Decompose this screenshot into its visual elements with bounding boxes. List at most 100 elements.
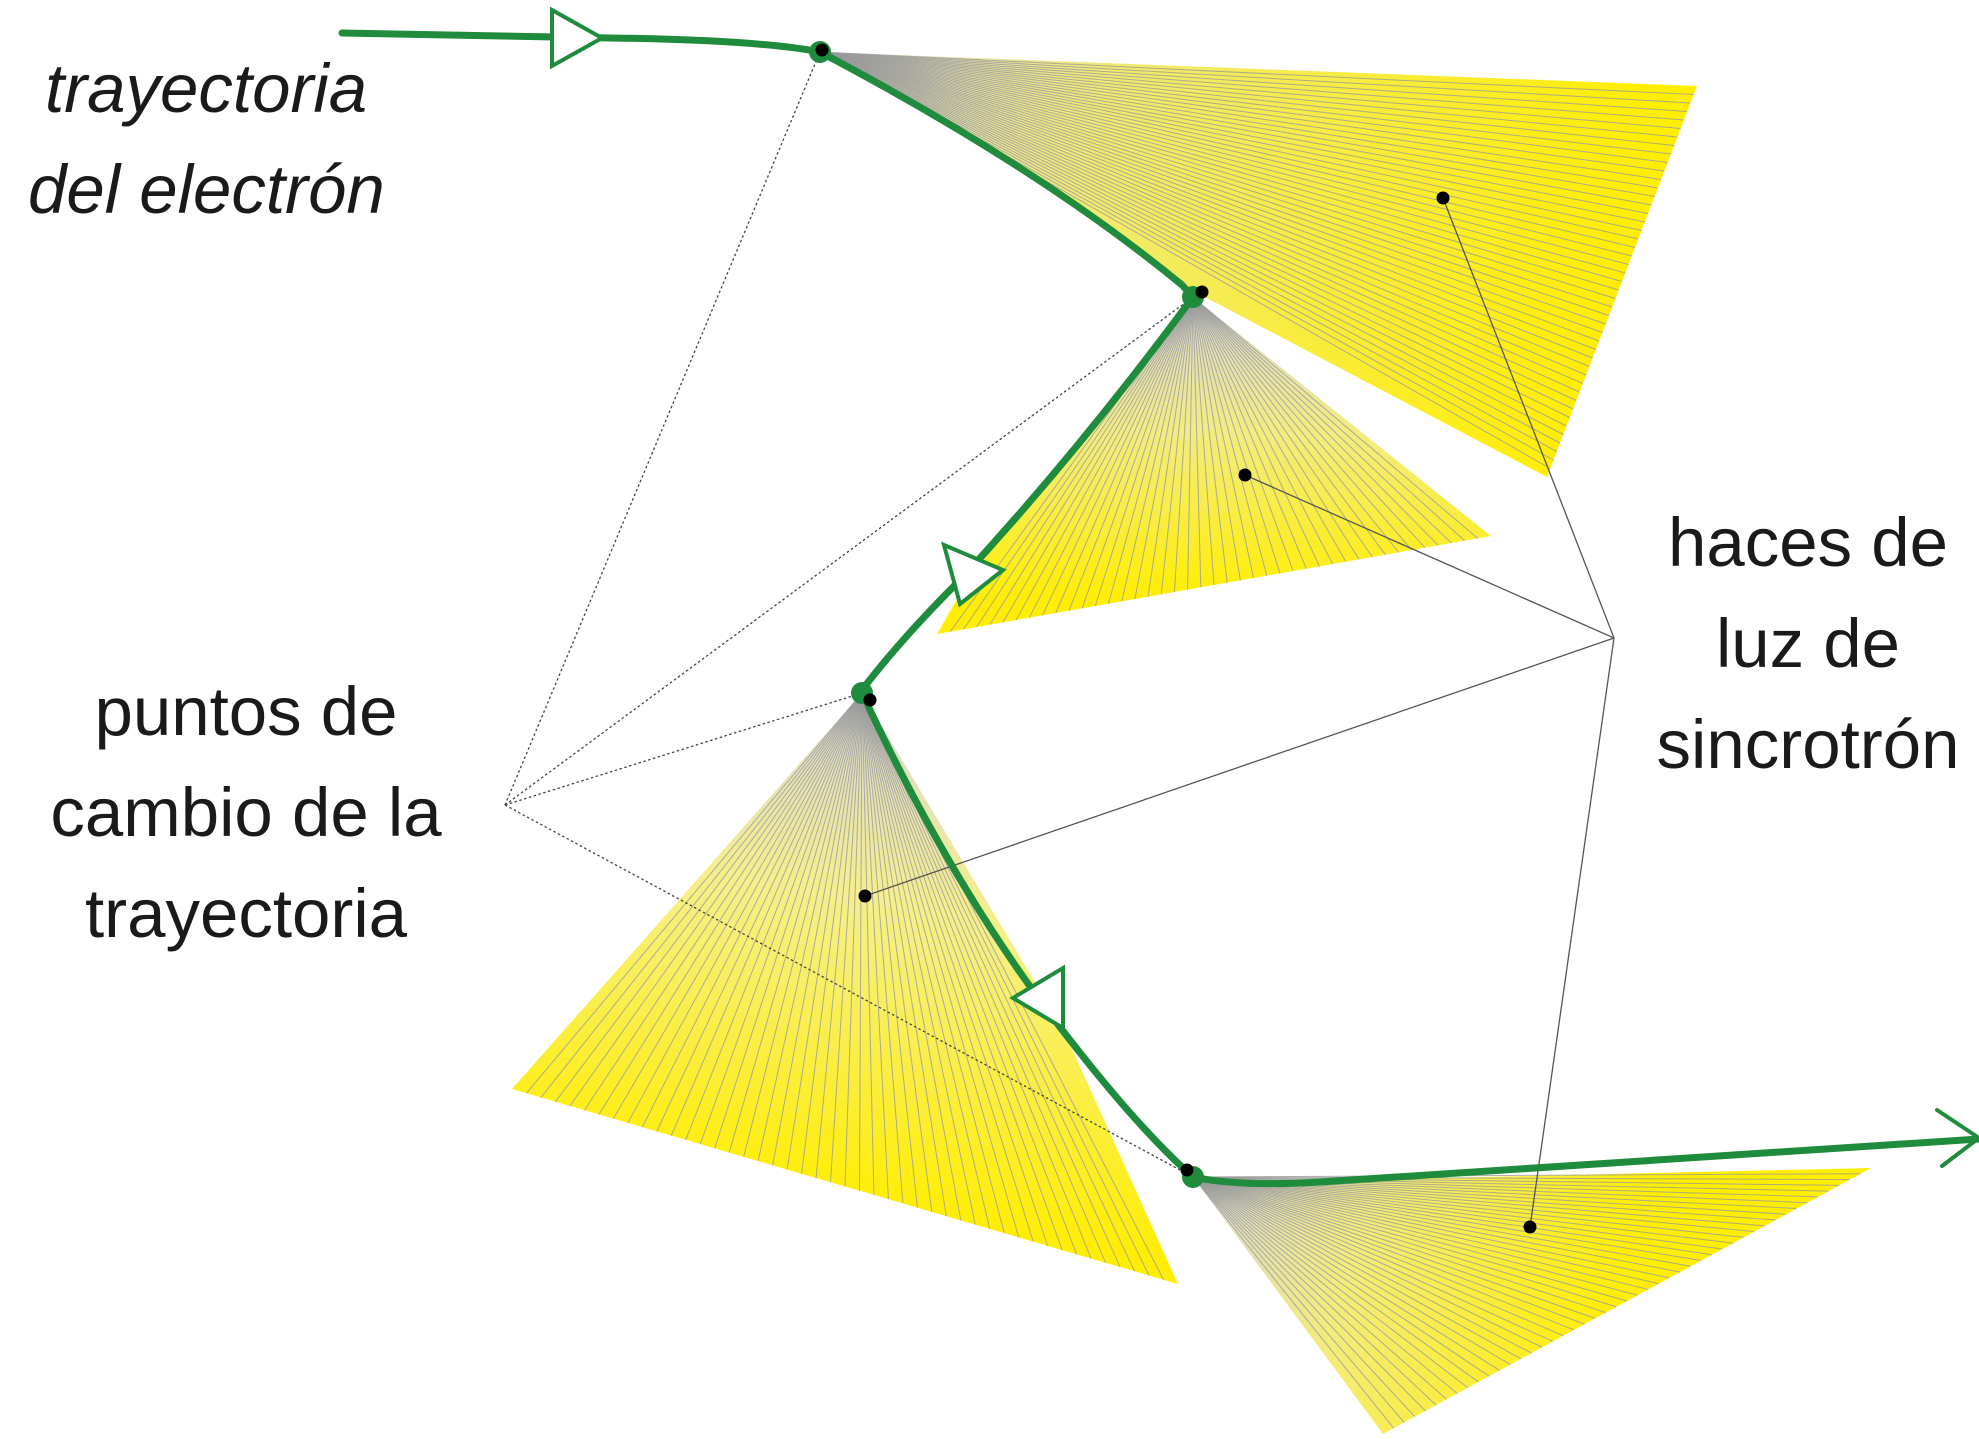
beam-ray xyxy=(583,692,863,1111)
beam-ray xyxy=(861,692,1121,1268)
beam-ray xyxy=(1192,296,1347,562)
trajectory-label-line-2: del electrón xyxy=(28,151,385,228)
beam-ray xyxy=(819,51,1652,206)
beam-ray xyxy=(1192,1176,1617,1308)
beam-ray xyxy=(1192,1176,1564,1337)
beam-ray xyxy=(815,692,863,1179)
beam-ray xyxy=(1192,296,1386,555)
beam-ray xyxy=(1192,296,1439,546)
beams-label-line-2: luz de xyxy=(1715,605,1901,682)
beam-ray xyxy=(1192,1176,1850,1181)
beam-ray xyxy=(819,51,1645,223)
marker-dots xyxy=(815,43,1537,1234)
trajectory-label: trayectoria del electrón xyxy=(28,38,385,240)
beam-ray xyxy=(801,692,863,1174)
change-points-label-line-2: cambio de la xyxy=(50,774,442,851)
beam-ray xyxy=(598,692,863,1115)
beams-label: haces de luz de sincrotrón xyxy=(1638,492,1978,795)
beam-ray xyxy=(861,692,1005,1234)
direction-arrow-1 xyxy=(550,6,607,70)
beam-ray xyxy=(1192,1176,1702,1262)
beam-ray xyxy=(1192,1176,1532,1354)
beam-ray xyxy=(819,51,1597,350)
beam-ray xyxy=(976,296,1194,628)
beam-ray xyxy=(699,692,863,1145)
beam-ray xyxy=(1192,1176,1522,1360)
beam-ray xyxy=(819,51,1632,257)
beam-ray xyxy=(861,692,962,1221)
direction-arrow-3 xyxy=(1009,964,1065,1032)
beam-ray xyxy=(819,51,1571,418)
beam-ray xyxy=(819,51,1671,155)
beam-ray xyxy=(819,51,1577,401)
beam-ray xyxy=(1192,296,1215,586)
beam-ray xyxy=(1134,296,1194,600)
beam-ray xyxy=(1192,1176,1416,1417)
beam-ray xyxy=(861,692,1063,1251)
beam-ray xyxy=(772,692,863,1166)
beam-ray xyxy=(819,51,1684,121)
beam-ray xyxy=(819,51,1668,163)
beam-ray xyxy=(1192,296,1426,549)
beam-ray xyxy=(1192,296,1202,588)
beam-ray xyxy=(989,296,1194,625)
beam-ray xyxy=(861,692,875,1195)
beam-ray xyxy=(1192,1176,1500,1371)
beam-ray xyxy=(1055,296,1194,614)
beam-ray xyxy=(819,51,1629,265)
beam-ray xyxy=(861,692,1092,1259)
beam-ray xyxy=(1192,1176,1543,1348)
beam-ray xyxy=(1192,1176,1606,1314)
beam-ray xyxy=(819,51,1574,410)
beam-ray xyxy=(1192,1176,1691,1267)
beam-ray xyxy=(714,692,863,1149)
beam-ray xyxy=(819,51,1691,104)
beam-ray xyxy=(670,692,863,1136)
beam-ray xyxy=(819,51,1688,112)
beam-ray xyxy=(540,692,863,1098)
beam-ray xyxy=(819,51,1587,376)
beam-ray xyxy=(1192,1176,1659,1285)
beam-ray xyxy=(1160,296,1194,595)
beam-ray xyxy=(1192,296,1268,576)
beam-ray xyxy=(819,51,1665,172)
beam-ray xyxy=(526,692,863,1094)
beam-ray xyxy=(1192,296,1360,560)
beam-ray xyxy=(1192,296,1479,539)
beam-ray xyxy=(1192,1173,1861,1178)
beams-label-line-1: haces de xyxy=(1667,504,1949,581)
beam-ray xyxy=(861,692,1107,1264)
beam-ray xyxy=(819,51,1580,393)
beam-ray xyxy=(861,692,918,1208)
beam-ray xyxy=(861,692,1034,1242)
direction-arrow-2 xyxy=(940,541,1007,608)
beam-ray xyxy=(1192,1176,1585,1325)
beam-ray xyxy=(819,51,1694,95)
beam-ray xyxy=(612,692,863,1119)
beam-ray xyxy=(861,692,947,1217)
beam-ray xyxy=(1192,1176,1575,1331)
beam-ray xyxy=(844,692,863,1187)
beam-ray xyxy=(819,51,1619,291)
beam-ray xyxy=(861,692,991,1230)
change-points-leaders xyxy=(504,51,1194,1178)
beam-ray xyxy=(819,51,1636,248)
beam-ray xyxy=(819,51,1564,435)
beam-ray xyxy=(1192,1176,1426,1412)
beam-ray xyxy=(1192,1176,1628,1302)
beam-ray xyxy=(1192,296,1320,567)
direction-arrow-4 xyxy=(1935,1108,1979,1168)
beam-ray xyxy=(819,51,1567,427)
beam-ray xyxy=(1192,1176,1840,1186)
beam-ray xyxy=(819,51,1642,231)
beam-ray xyxy=(861,692,976,1225)
beam-ray xyxy=(1192,1176,1447,1400)
change-points-label: puntos de cambio de la trayectoria xyxy=(46,661,446,964)
beam-ray xyxy=(1192,1176,1744,1238)
beam-ray xyxy=(685,692,863,1141)
beam-ray xyxy=(1107,296,1194,604)
beams-label-line-3: sincrotrón xyxy=(1656,706,1960,783)
beam-ray xyxy=(819,51,1655,197)
beam-ray xyxy=(1173,296,1194,593)
beam-ray xyxy=(1187,296,1194,590)
